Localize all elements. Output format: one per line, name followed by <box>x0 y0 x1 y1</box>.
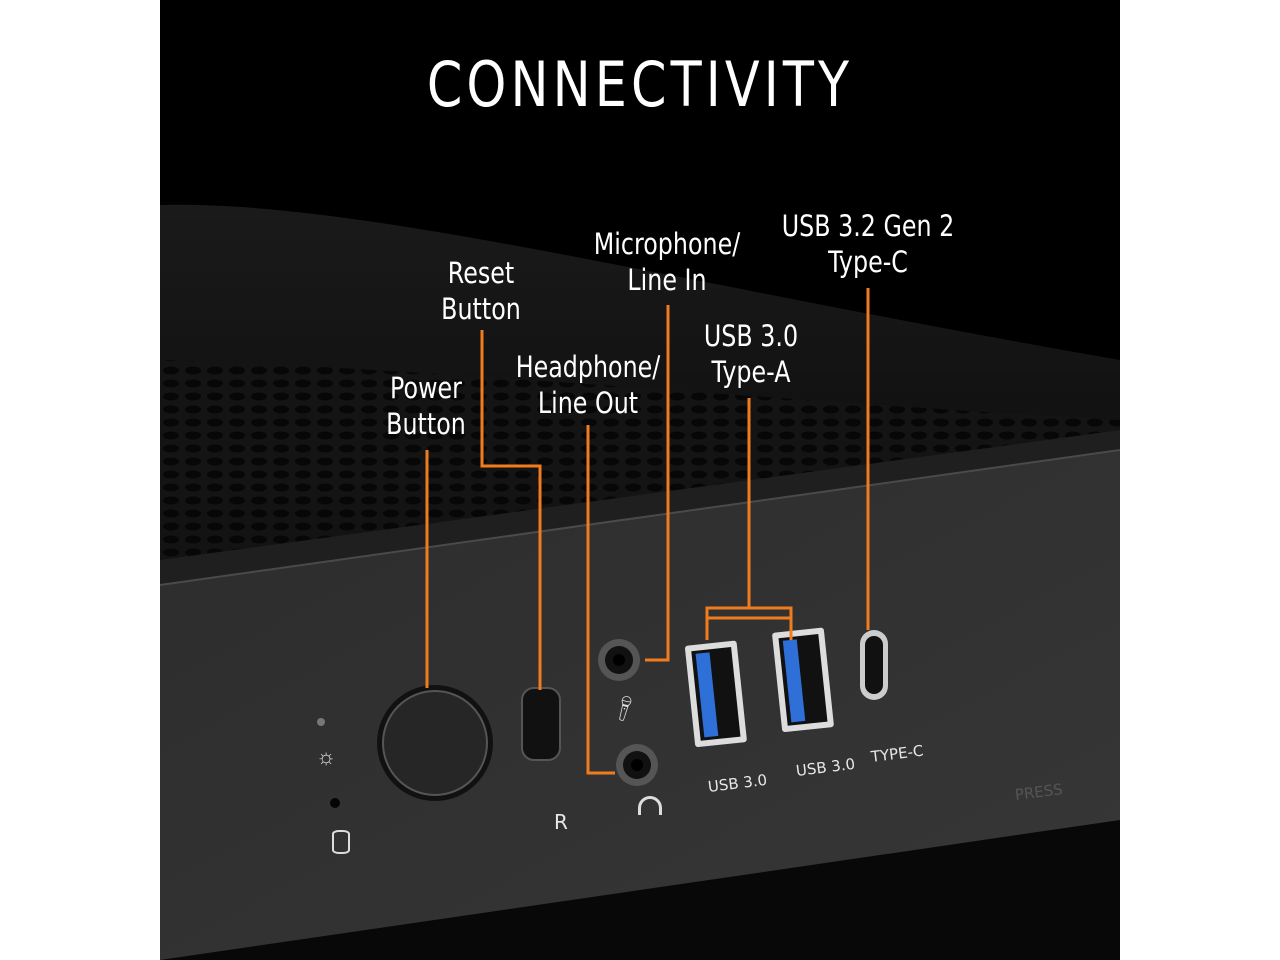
reset-label: R <box>554 810 568 834</box>
callout-line: Type-A <box>711 355 791 389</box>
hdd-led-icon <box>332 830 350 854</box>
callout-line: Button <box>386 407 466 441</box>
callout-line: Microphone/ <box>593 227 741 261</box>
callout-line: Button <box>441 292 521 326</box>
headphone-icon <box>638 796 662 815</box>
callout-line: Line Out <box>537 386 639 420</box>
callout-line: Type-C <box>828 245 908 279</box>
callout-microphone: Microphone/Line In <box>594 226 740 298</box>
case-front-panel-illustration <box>160 204 1120 960</box>
callout-line: Line In <box>627 263 707 297</box>
callout-headphone: Headphone/Line Out <box>516 349 661 421</box>
callout-line: Reset <box>447 256 515 290</box>
callout-line: USB 3.0 <box>703 319 799 353</box>
callout-line: Power <box>390 371 462 405</box>
callout-lines <box>425 288 870 775</box>
callout-line: USB 3.2 Gen 2 <box>781 209 955 243</box>
power-led-bulb-icon: ☼ <box>316 744 337 769</box>
page-title: CONNECTIVITY <box>426 48 854 121</box>
callout-line: Headphone/ <box>515 350 661 384</box>
